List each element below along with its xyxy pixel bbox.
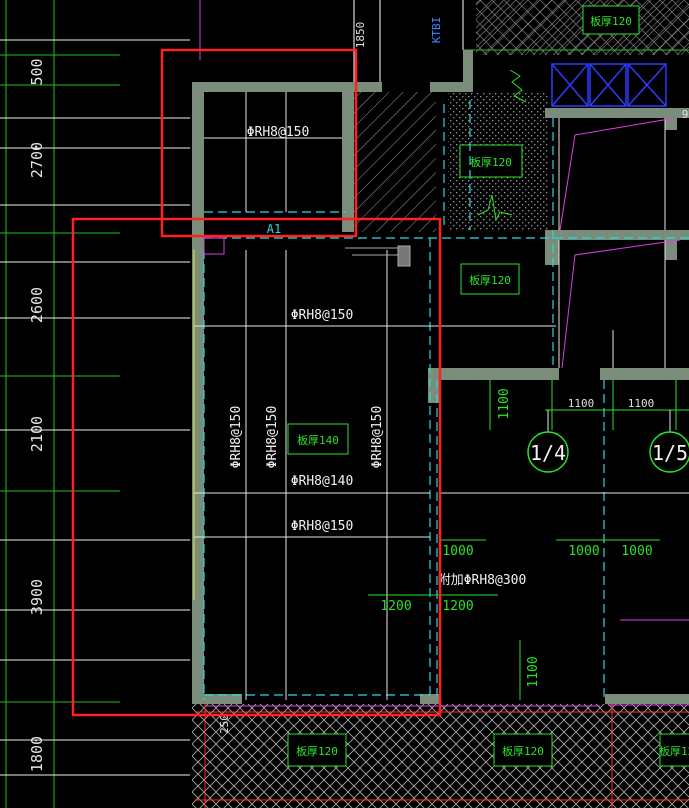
- dim-left-4: 2100: [28, 416, 46, 452]
- dim-left-3: 2600: [28, 287, 46, 323]
- highlight-box-lower: [71, 217, 442, 717]
- magenta-lines: [205, 117, 689, 707]
- slab-tag-bottom-left: 板厚120: [296, 744, 338, 758]
- slab-tag-bottom-mid: 板厚120: [502, 744, 544, 758]
- highlight-boxes: [71, 48, 442, 717]
- beam-label: A1: [267, 222, 281, 236]
- green-dimensions: 1100 1000 1000 1000 1200 1200 1100: [380, 388, 652, 687]
- rebar-main-top: ΦRH8@150: [291, 308, 354, 323]
- dim-1200-b: 1200: [442, 599, 473, 614]
- ktbi-label: KTBI: [430, 17, 443, 44]
- edge-char: 9: [682, 108, 689, 121]
- axis-bubble-1-5: [649, 431, 689, 473]
- hatch-zones: 板厚120 板厚120 板厚120 板厚120: [192, 92, 689, 808]
- walls: [192, 50, 689, 704]
- dim-left-2: 2700: [28, 142, 46, 178]
- green-details: [368, 69, 689, 700]
- dim-1200-a: 1200: [380, 599, 411, 614]
- rebar-labels: ΦRH8@150 ΦRH8@150 ΦRH8@140 ΦRH8@150 ΦRH8…: [229, 125, 526, 588]
- axis-bubbles: 1/4 1/5: [527, 410, 689, 473]
- dim-1100-vertical: 1100: [497, 388, 512, 419]
- rebar-vert-2: ΦRH8@150: [265, 406, 280, 469]
- dim-1100-a: 1100: [568, 397, 595, 410]
- corner-marker: [203, 237, 225, 255]
- dim-1000-b: 1000: [568, 544, 599, 559]
- dim-1850: 1850: [354, 22, 367, 49]
- white-lines: [194, 92, 689, 700]
- rebar-upper-room: ΦRH8@150: [247, 125, 310, 140]
- axis-label-1-4: 1/4: [530, 441, 566, 465]
- left-dimension-chain: 500 2700 2600 2100 3900 1800: [0, 0, 190, 808]
- slab-tag-top-right: 板厚120: [590, 14, 632, 28]
- highlight-box-upper: [160, 48, 358, 238]
- axis-label-1-5: 1/5: [652, 441, 688, 465]
- rebar-vert-1: ΦRH8@150: [229, 406, 244, 469]
- slab-tag-upper-mid: 板厚120: [470, 155, 512, 169]
- dim-left-1: 500: [28, 58, 46, 85]
- slab-tag-bottom-right: 板厚120: [659, 744, 689, 758]
- white-dimensions: 1100 1100 250 9: [218, 108, 688, 734]
- blue-boxes: [551, 63, 667, 107]
- dim-1100-low: 1100: [526, 656, 541, 687]
- dim-250: 250: [218, 714, 231, 734]
- anchor-detail: [345, 245, 411, 267]
- dim-1100-b: 1100: [628, 397, 655, 410]
- top-region: 1850 KTBI 板厚120: [199, 0, 689, 82]
- axis-bubble-1-4: [527, 431, 569, 473]
- dim-1000-c: 1000: [621, 544, 652, 559]
- rebar-main-low: ΦRH8@150: [291, 519, 354, 534]
- slab-tag-center: 板厚140: [297, 433, 339, 447]
- dim-left-5: 3900: [28, 579, 46, 615]
- rebar-right-add: 附加ΦRH8@300: [438, 573, 527, 588]
- dim-1000-a: 1000: [442, 544, 473, 559]
- dim-left-6: 1800: [28, 736, 46, 772]
- rebar-vert-3: ΦRH8@150: [370, 406, 385, 469]
- rebar-main-mid: ΦRH8@140: [291, 474, 354, 489]
- slab-tag-mid: 板厚120: [469, 273, 511, 287]
